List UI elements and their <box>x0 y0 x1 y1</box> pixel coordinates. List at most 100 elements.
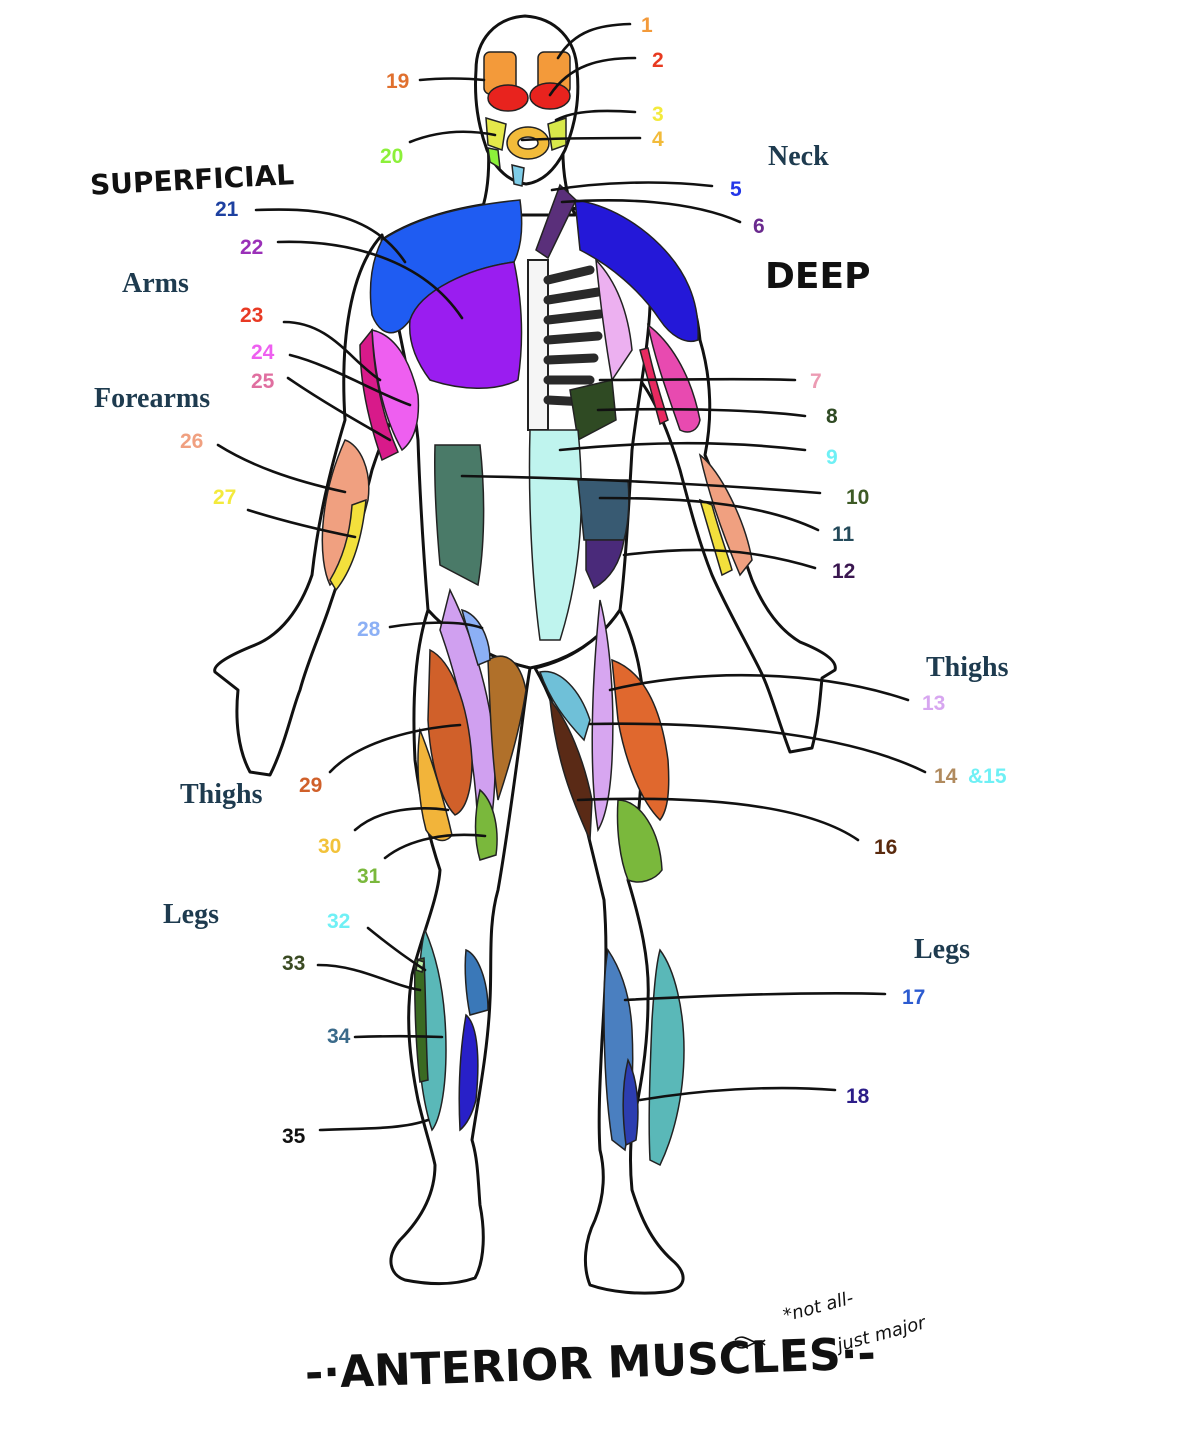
region-forearms: Forearms <box>94 383 210 414</box>
vastus-medialis-left <box>616 799 663 883</box>
region-thighs-left: Thighs <box>180 779 263 810</box>
label-16: 16 <box>874 836 897 859</box>
rectus-femoris <box>427 648 473 816</box>
label-10: 10 <box>846 486 869 509</box>
label-20: 20 <box>380 145 403 168</box>
leader-26 <box>216 443 347 494</box>
sternocleidomastoid <box>535 183 577 260</box>
external-intercostals <box>569 379 617 442</box>
label-32: 32 <box>327 910 350 933</box>
label-22: 22 <box>240 236 263 259</box>
region-legs-left: Legs <box>163 899 219 930</box>
leader-21 <box>254 208 407 264</box>
label-6: 6 <box>753 215 765 238</box>
gastrocnemius-right <box>464 948 489 1016</box>
label-31: 31 <box>357 865 381 888</box>
zygomaticus-left <box>547 116 567 152</box>
label-7: 7 <box>810 370 822 393</box>
label-5: 5 <box>730 178 742 201</box>
label-23: 23 <box>240 304 263 327</box>
label-15: &15 <box>968 765 1007 788</box>
leader-7 <box>598 377 797 382</box>
soleus-right <box>458 1013 479 1132</box>
leader-17 <box>623 992 887 1002</box>
label-1: 1 <box>641 14 653 37</box>
note-line-1: *not all- <box>781 1288 856 1327</box>
pectineus <box>539 670 591 742</box>
label-19: 19 <box>386 70 409 93</box>
label-35: 35 <box>282 1125 306 1148</box>
gracilis <box>591 599 614 833</box>
leader-10 <box>460 474 822 495</box>
note-line-2: just major <box>832 1312 929 1357</box>
soleus-left <box>648 948 685 1167</box>
leader-34 <box>353 1034 444 1039</box>
leader-2 <box>548 56 637 97</box>
masseter-right <box>487 147 501 170</box>
brachialis-left <box>639 347 669 426</box>
leader-22 <box>276 240 464 320</box>
leader-32 <box>366 926 427 972</box>
label-24: 24 <box>251 341 275 364</box>
label-21: 21 <box>215 198 239 221</box>
leader-11 <box>598 496 820 532</box>
leader-19 <box>418 77 486 82</box>
leader-31 <box>383 833 487 860</box>
dna-icon <box>734 1336 766 1349</box>
label-8: 8 <box>826 405 838 428</box>
leader-lines <box>216 22 927 1132</box>
leader-25 <box>286 376 392 442</box>
leader-13 <box>608 673 910 702</box>
leader-18 <box>638 1086 837 1102</box>
left-arm-figure <box>638 238 837 754</box>
transversus-abdominis <box>577 479 630 541</box>
muscle-fills <box>321 51 753 1167</box>
label-34: 34 <box>327 1025 351 1048</box>
superficial-heading: SUPERFICIAL <box>89 158 295 202</box>
biceps-brachii <box>371 329 420 452</box>
leader-23 <box>282 320 382 382</box>
rectus-femoris-left <box>611 658 670 822</box>
adductor-longus-right <box>487 655 527 801</box>
leader-8 <box>596 407 807 418</box>
label-29: 29 <box>299 774 322 797</box>
label-11: 11 <box>832 523 855 546</box>
label-9: 9 <box>826 446 838 469</box>
leader-35 <box>318 1118 430 1132</box>
leader-28 <box>388 621 484 630</box>
vastus-lateralis <box>417 727 453 842</box>
zygomaticus <box>485 116 507 152</box>
external-oblique <box>433 444 485 587</box>
leader-4 <box>520 136 642 142</box>
number-labels: 1 2 3 4 5 6 7 8 9 10 11 12 13 14 &15 16 … <box>180 14 1007 1148</box>
internal-oblique <box>585 539 625 590</box>
vastus-medialis <box>474 788 498 861</box>
region-arms: Arms <box>122 268 189 299</box>
orbicularis-oculi-right <box>487 84 529 112</box>
sternum <box>527 259 549 431</box>
region-legs-right: Legs <box>914 934 970 965</box>
label-27: 27 <box>213 486 236 509</box>
label-3: 3 <box>652 103 664 126</box>
label-13: 13 <box>922 692 945 715</box>
chin-muscle <box>511 164 525 187</box>
body-outline <box>213 14 837 1295</box>
label-30: 30 <box>318 835 341 858</box>
leader-9 <box>558 441 807 452</box>
label-25: 25 <box>251 370 275 393</box>
forearm-left-yellow <box>698 498 733 577</box>
leader-16 <box>576 797 860 842</box>
deep-heading: DEEP <box>765 256 870 297</box>
leader-3 <box>554 109 637 122</box>
region-thighs-right: Thighs <box>926 652 1009 683</box>
label-4: 4 <box>652 128 664 151</box>
label-2: 2 <box>652 49 664 72</box>
leader-24 <box>288 353 412 407</box>
adductor-longus <box>549 697 593 841</box>
leader-12 <box>622 548 817 570</box>
leader-30 <box>353 807 450 832</box>
leader-20 <box>408 130 497 144</box>
label-28: 28 <box>357 618 381 641</box>
leader-1 <box>556 22 632 60</box>
label-18: 18 <box>846 1085 870 1108</box>
